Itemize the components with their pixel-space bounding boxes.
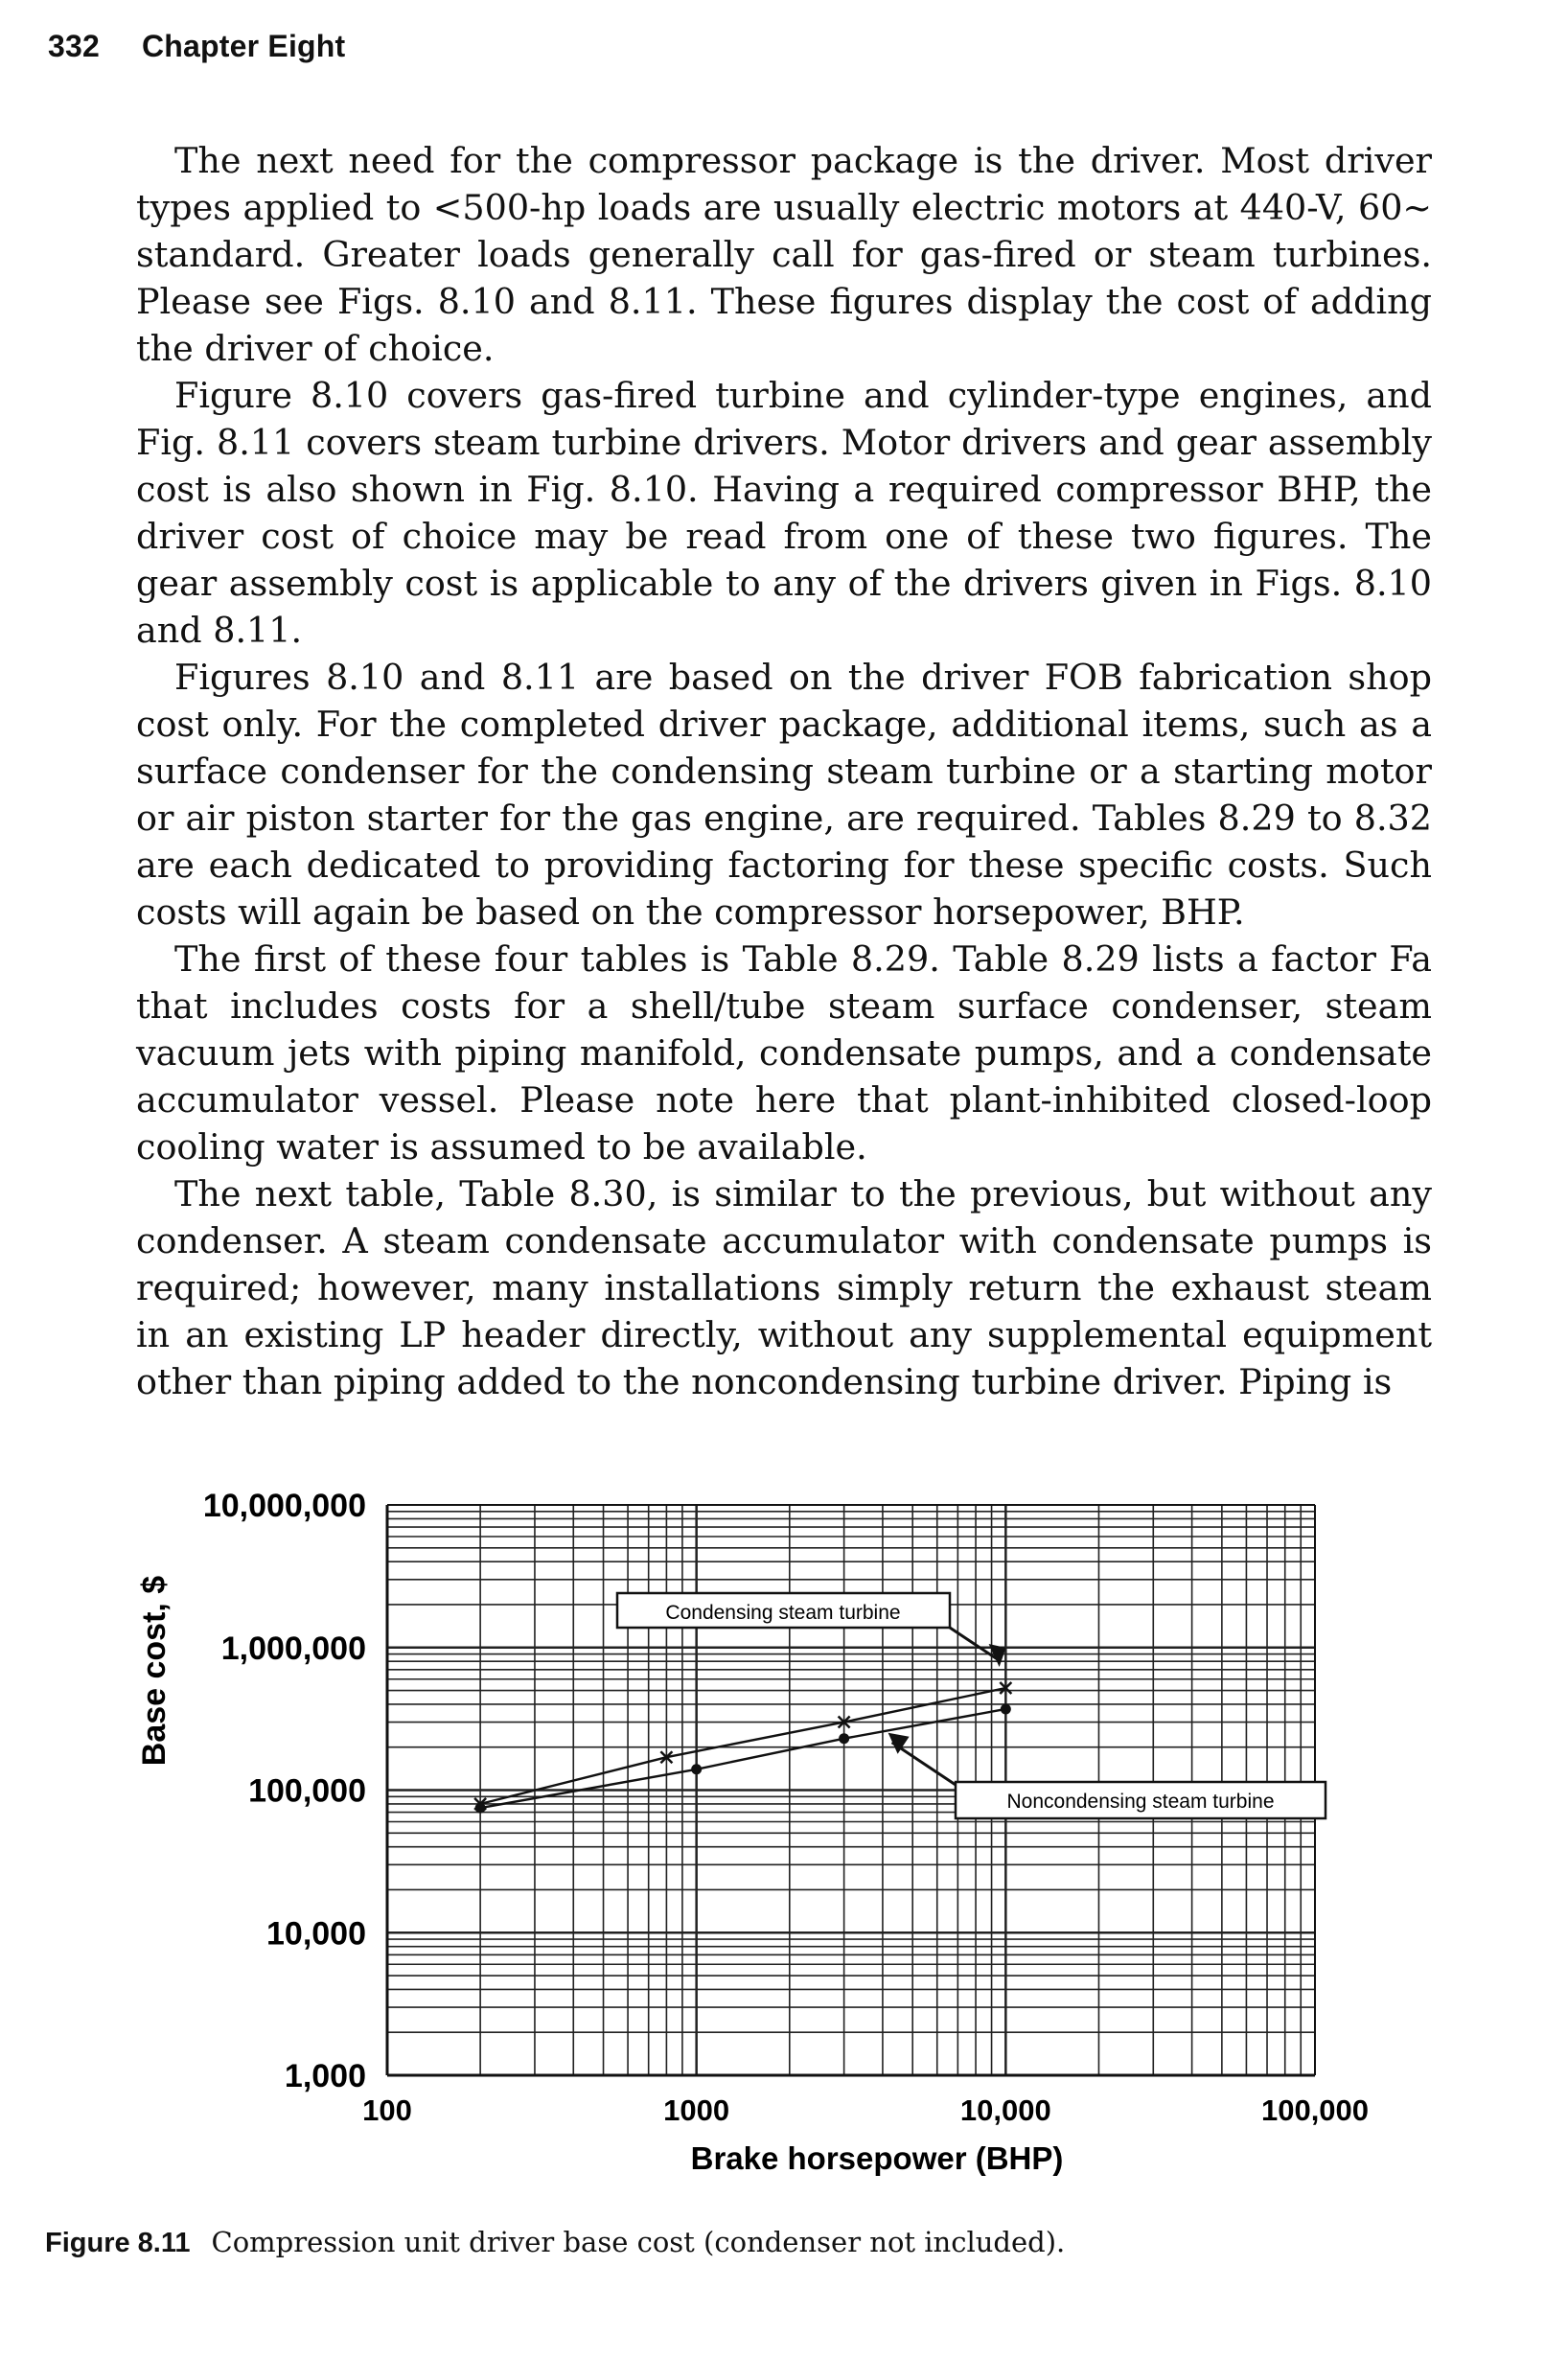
data-point xyxy=(999,1681,1013,1695)
series-label: Noncondensing steam turbine xyxy=(1006,1791,1274,1813)
leader-line xyxy=(890,1741,957,1787)
paragraph-2: Figure 8.10 covers gas-fired turbine and… xyxy=(136,375,1432,651)
data-point xyxy=(839,1733,850,1745)
chapter-title: Chapter Eight xyxy=(142,29,346,63)
series-label-box xyxy=(615,1591,952,1630)
page-number: 332 xyxy=(48,29,100,63)
chart-grid xyxy=(385,1505,1315,2077)
x-tick-label: 100,000 xyxy=(1261,2093,1369,2127)
data-point xyxy=(474,1802,486,1814)
series-line xyxy=(479,1686,1006,1806)
data-point xyxy=(837,1715,851,1729)
figure-caption-text: Compression unit driver base cost (conde… xyxy=(211,2226,1066,2258)
data-point xyxy=(1000,1703,1011,1715)
x-tick-label: 1000 xyxy=(663,2093,729,2127)
paragraph-5: The next table, Table 8.30, is similar t… xyxy=(136,1173,1432,1402)
x-tick-label: 10,000 xyxy=(960,2093,1051,2127)
y-tick-label: 100,000 xyxy=(248,1773,366,1810)
data-point-stroke xyxy=(659,1750,674,1765)
x-tick-label: 100 xyxy=(362,2093,412,2127)
paragraph-4: The first of these four tables is Table … xyxy=(136,938,1432,1168)
data-point-stroke xyxy=(999,1681,1013,1695)
data-point xyxy=(659,1750,674,1765)
y-tick-label: 10,000,000 xyxy=(203,1488,366,1524)
leader-arrowhead xyxy=(988,1643,1006,1667)
chart-ticks: 1,000 10,000 100,000 1,000,000 10,000,000 100… xyxy=(203,1488,1369,2127)
running-head: 332 Chapter Eight xyxy=(48,29,345,64)
paragraph-3: Figures 8.10 and 8.11 are based on the d… xyxy=(136,657,1432,933)
data-point-stroke xyxy=(837,1715,851,1729)
x-axis-label: Brake horsepower (BHP) xyxy=(691,2140,1064,2176)
paragraph-1: The next need for the compressor package… xyxy=(136,140,1432,369)
series-label: Condensing steam turbine xyxy=(665,1602,900,1624)
series-label-box xyxy=(954,1780,1327,1820)
chart-series xyxy=(473,1681,1013,1814)
y-axis-label: Base cost, $ xyxy=(136,1576,173,1767)
figure-number: Figure 8.11 xyxy=(45,2228,191,2258)
leader-line xyxy=(949,1626,999,1661)
body-text: The next need for the compressor package… xyxy=(136,137,1432,1405)
y-tick-label: 10,000 xyxy=(266,1915,366,1952)
data-point xyxy=(691,1764,703,1775)
y-tick-label: 1,000 xyxy=(285,2058,366,2094)
leader-arrowhead xyxy=(888,1732,910,1754)
y-tick-label: 1,000,000 xyxy=(221,1630,366,1667)
figure-caption: Figure 8.11 Compression unit driver base … xyxy=(45,2226,1065,2259)
series-line xyxy=(479,1707,1006,1810)
